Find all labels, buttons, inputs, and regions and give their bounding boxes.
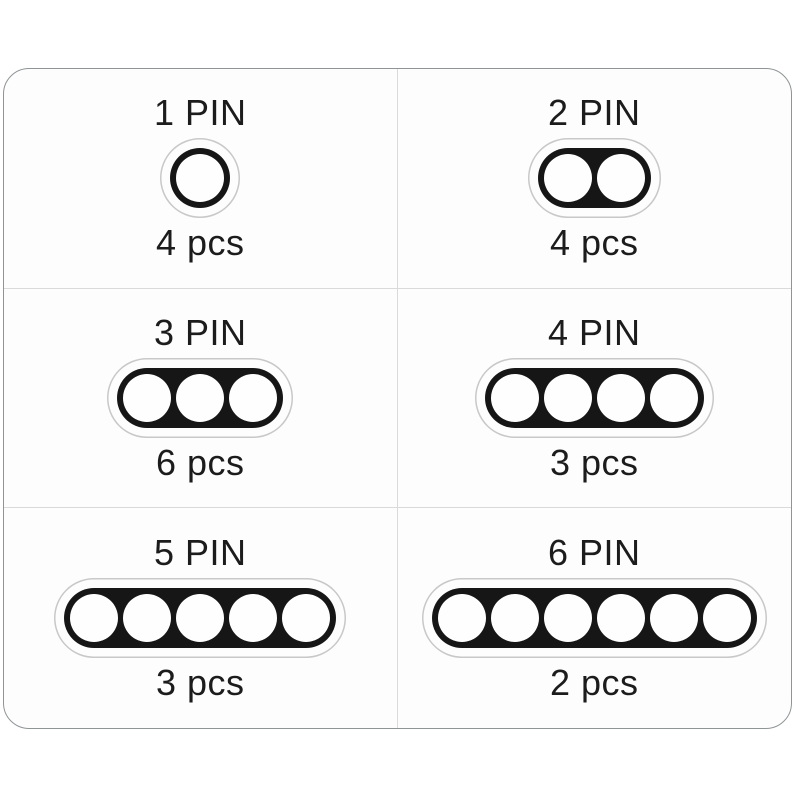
connector-graphic [527, 138, 661, 219]
pin-hole [649, 373, 698, 422]
pieces-count-label: 4 pcs [155, 222, 245, 264]
pin-hole [282, 594, 331, 643]
connector-graphic [54, 578, 347, 659]
cell-1-pin: 1 PIN 4 pcs [4, 69, 398, 289]
pin-hole [176, 154, 225, 203]
connector-sticker-6pin [421, 578, 767, 659]
connector-graphic [107, 357, 294, 438]
cell-3-pin: 3 PIN 6 pcs [4, 288, 398, 509]
connector-sticker-1pin [160, 138, 241, 219]
pin-count-label: 3 PIN [153, 311, 247, 353]
connector-graphic [421, 578, 767, 659]
pin-hole [70, 594, 119, 643]
pieces-count-label: 4 pcs [549, 222, 639, 264]
pin-count-label: 5 PIN [153, 532, 247, 574]
pin-count-label: 2 PIN [547, 92, 641, 134]
pieces-count-label: 3 pcs [549, 441, 639, 483]
pieces-count-label: 3 pcs [155, 662, 245, 704]
pin-count-label: 6 PIN [547, 532, 641, 574]
pieces-count-label: 6 pcs [155, 441, 245, 483]
pin-count-label: 4 PIN [547, 311, 641, 353]
pin-hole [176, 373, 225, 422]
connector-sticker-5pin [54, 578, 347, 659]
connector-sticker-3pin [107, 357, 294, 438]
connector-sticker-4pin [474, 357, 714, 438]
pin-hole [176, 594, 225, 643]
pin-hole [649, 594, 698, 643]
connector-sticker-2pin [527, 138, 661, 219]
cell-2-pin: 2 PIN 4 pcs [397, 69, 791, 289]
pin-hole [543, 594, 592, 643]
pieces-count-label: 2 pcs [549, 662, 639, 704]
pin-hole [543, 154, 592, 203]
connector-graphic [160, 138, 241, 219]
pin-hole [123, 373, 172, 422]
cell-5-pin: 5 PIN 3 pcs [4, 508, 398, 728]
pin-sticker-panel: 1 PIN 4 pcs 2 PIN 4 pcs 3 PIN 6 pcs 4 PI… [3, 68, 792, 729]
connector-body [484, 367, 704, 428]
pin-hole [702, 594, 751, 643]
pin-hole [490, 373, 539, 422]
pin-hole [490, 594, 539, 643]
pin-hole [596, 594, 645, 643]
connector-graphic [474, 357, 714, 438]
pin-hole [596, 154, 645, 203]
pin-hole [229, 594, 278, 643]
cell-4-pin: 4 PIN 3 pcs [397, 289, 791, 509]
pin-hole [543, 373, 592, 422]
pin-hole [596, 373, 645, 422]
pin-hole [437, 594, 486, 643]
pin-hole [123, 594, 172, 643]
cell-6-pin: 6 PIN 2 pcs [398, 508, 792, 728]
pin-count-label: 1 PIN [153, 92, 247, 134]
pin-hole [229, 373, 278, 422]
